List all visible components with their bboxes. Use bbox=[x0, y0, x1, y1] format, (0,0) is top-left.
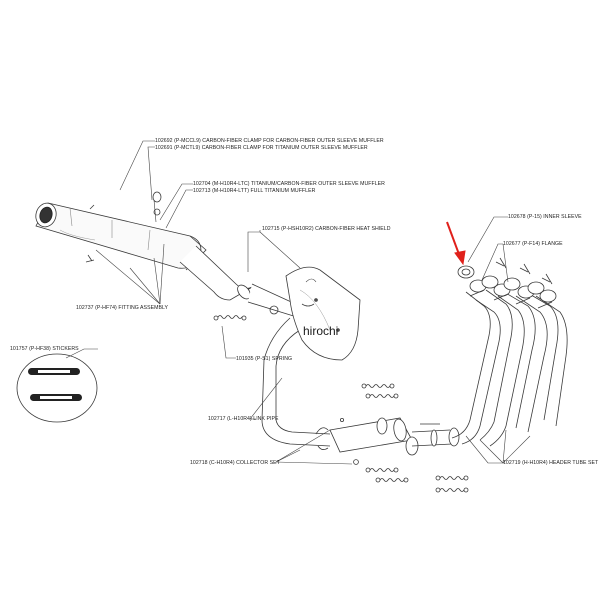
callout-inner-sleeve: 102678 (P-15) INNER SLEEVE bbox=[508, 214, 582, 220]
springs-collector bbox=[361, 383, 469, 493]
spring-upper bbox=[213, 315, 247, 321]
callout-spring: 101935 (P-S1) SPRING bbox=[236, 356, 293, 362]
callout-muffler-carbon: 102704 (M-H10R4-LTC) TITANIUM/CARBON-FIB… bbox=[193, 181, 385, 187]
leader-lines bbox=[65, 140, 531, 465]
watermark: hirochi bbox=[303, 324, 339, 338]
muffler bbox=[35, 191, 207, 271]
callout-clamp-titanium-muffler: 102691 (P-MCTL9) CARBON-FIBER CLAMP FOR … bbox=[155, 144, 368, 151]
callout-heat-shield: 102715 (P-HSH10R2) CARBON-FIBER HEAT SHI… bbox=[262, 226, 391, 232]
callout-header-tube-set: 102719 (H-H10R4) HEADER TUBE SET bbox=[503, 460, 599, 466]
callout-fitting-assembly: 102737 (P-HF74) FITTING ASSEMBLY bbox=[76, 305, 169, 311]
callout-clamp-carbon-muffler: 102692 (P-MCCL9) CARBON-FIBER CLAMP FOR … bbox=[155, 138, 384, 144]
callout-stickers: 101757 (P-HF38) STICKERS bbox=[10, 346, 79, 352]
heat-shield bbox=[285, 266, 361, 361]
header-tubes bbox=[451, 257, 568, 447]
callout-link-pipe: 102717 (L-H10R4) LINK PIPE bbox=[208, 416, 279, 422]
stickers bbox=[16, 353, 98, 423]
akrapovic-logo-icon bbox=[28, 368, 82, 401]
collector-set bbox=[315, 417, 460, 465]
callout-flange: 102677 (P-F14) FLANGE bbox=[503, 241, 563, 247]
grommet bbox=[269, 305, 279, 315]
callout-muffler-titanium: 102713 (M-H10R4-LTT) FULL TITANIUM MUFFL… bbox=[193, 187, 316, 194]
red-arrow-icon bbox=[446, 221, 466, 266]
callout-collector-set: 102718 (C-H10R4) COLLECTOR SET bbox=[190, 460, 280, 466]
